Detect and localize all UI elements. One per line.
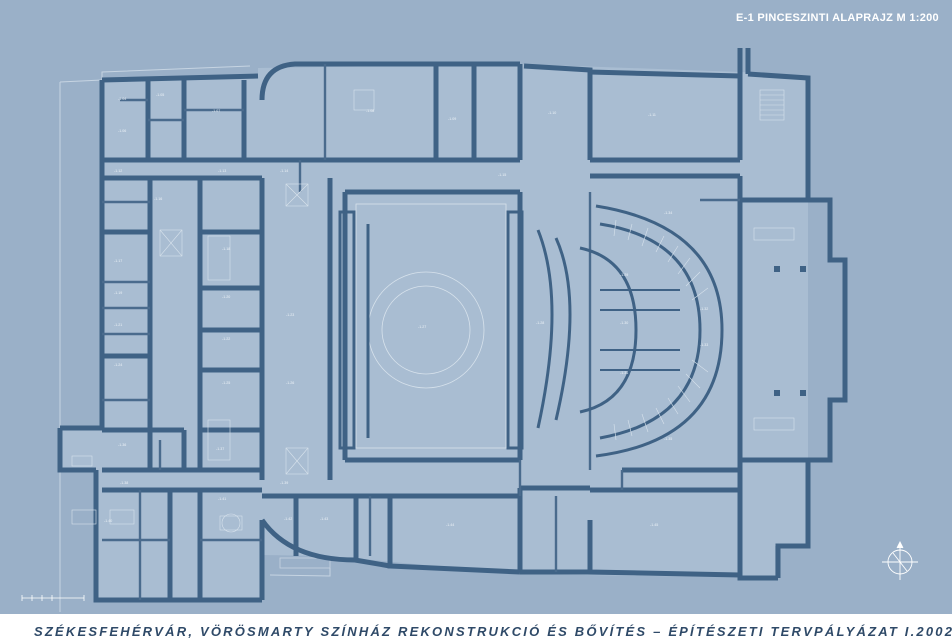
room-label: -1.33 (700, 343, 708, 347)
room-label: -1.04 (118, 97, 126, 101)
sheet-title: E-1 PINCESZINTI ALAPRAJZ M 1:200 (736, 12, 939, 24)
room-label: -1.22 (222, 337, 230, 341)
room-label: -1.18 (222, 247, 230, 251)
room-label: -1.29 (620, 273, 628, 277)
site-outline (59, 65, 331, 612)
room-label: -1.14 (280, 169, 288, 173)
room-label: -1.10 (548, 111, 556, 115)
room-label: -1.40 (104, 519, 112, 523)
structural-walls (57, 48, 848, 603)
auditorium-seating (536, 204, 724, 458)
room-label: -1.21 (114, 323, 122, 327)
room-label: -1.32 (700, 307, 708, 311)
room-label: -1.38 (120, 481, 128, 485)
room-label: -1.41 (218, 497, 226, 501)
project-title: SZÉKESFEHÉRVÁR, VÖRÖSMARTY SZÍNHÁZ REKON… (34, 624, 952, 638)
room-label: -1.45 (650, 523, 658, 527)
stairs (159, 89, 795, 475)
partitions (102, 64, 740, 600)
furniture (71, 89, 375, 533)
room-label: -1.17 (114, 259, 122, 263)
room-label: -1.42 (284, 517, 292, 521)
room-label: -1.30 (620, 321, 628, 325)
room-label: -1.06 (118, 129, 126, 133)
room-label: -1.12 (114, 169, 122, 173)
room-label: -1.24 (114, 363, 122, 367)
scale-bar (21, 595, 85, 601)
room-label: -1.25 (222, 381, 230, 385)
room-label: -1.27 (418, 325, 426, 329)
room-labels: -1.04 -1.05 -1.06 -1.07 -1.08 -1.09 -1.1… (104, 93, 708, 527)
room-label: -1.20 (222, 295, 230, 299)
room-label: -1.26 (286, 381, 294, 385)
room-label: -1.19 (114, 291, 122, 295)
room-label: -1.35 (664, 437, 672, 441)
room-label: -1.16 (154, 197, 162, 201)
room-label: -1.08 (366, 109, 374, 113)
room-label: -1.05 (156, 93, 164, 97)
room-label: -1.31 (620, 371, 628, 375)
room-label: -1.44 (446, 523, 454, 527)
room-label: -1.13 (218, 169, 226, 173)
room-label: -1.37 (216, 447, 224, 451)
building-interior (60, 64, 808, 600)
room-label: -1.09 (448, 117, 456, 121)
stage-galleries (338, 210, 524, 450)
foyer-columns (774, 266, 806, 396)
auditorium-inner-walls (600, 289, 680, 371)
room-label: -1.15 (498, 173, 506, 177)
room-label: -1.43 (320, 517, 328, 521)
basement-floor-plan: -1.04 -1.05 -1.06 -1.07 -1.08 -1.09 -1.1… (21, 48, 918, 612)
room-label: -1.36 (118, 443, 126, 447)
room-label: -1.34 (664, 211, 672, 215)
seating-rows (613, 219, 709, 441)
room-label: -1.28 (536, 321, 544, 325)
room-label: -1.39 (280, 481, 288, 485)
room-label: -1.23 (286, 313, 294, 317)
room-label: -1.07 (212, 109, 220, 113)
room-label: -1.11 (648, 113, 656, 117)
north-arrow-icon (882, 540, 918, 580)
title-strip: SZÉKESFEHÉRVÁR, VÖRÖSMARTY SZÍNHÁZ REKON… (0, 614, 952, 638)
